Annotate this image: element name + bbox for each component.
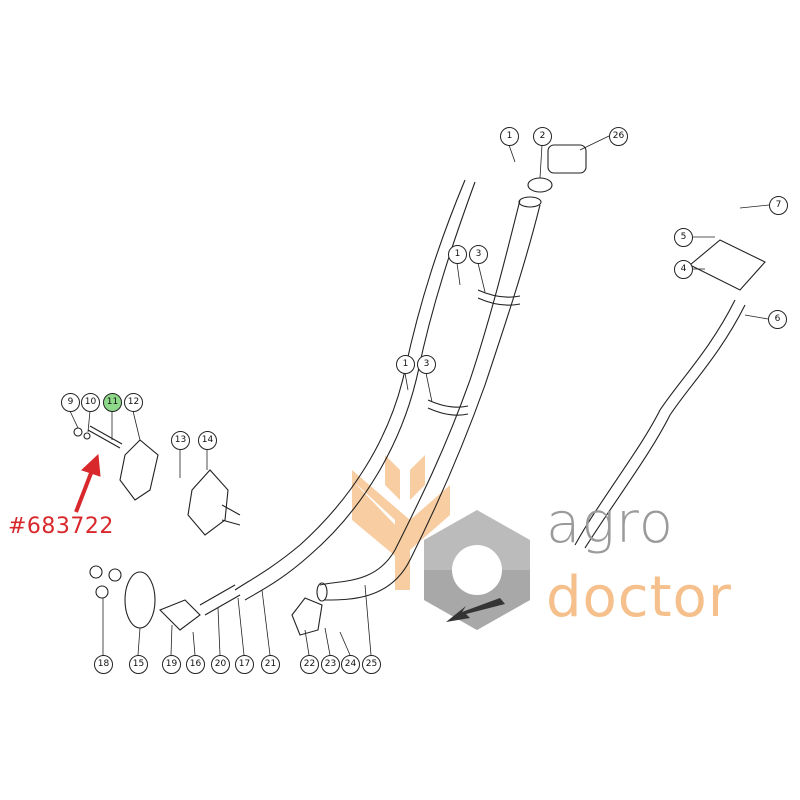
callout-16[interactable]: 16 (186, 655, 205, 674)
callout-23[interactable]: 23 (321, 655, 340, 674)
callout-1[interactable]: 1 (500, 127, 519, 146)
part-number-label: #683722 (8, 514, 114, 539)
callout-12[interactable]: 12 (124, 393, 143, 412)
callout-26[interactable]: 26 (609, 127, 628, 146)
leader-lines (69, 135, 770, 656)
callout-9[interactable]: 9 (61, 393, 80, 412)
callout-7[interactable]: 7 (769, 196, 788, 215)
callout-1[interactable]: 1 (448, 245, 467, 264)
callout-3[interactable]: 3 (417, 355, 436, 374)
callout-13[interactable]: 13 (171, 431, 190, 450)
callout-17[interactable]: 17 (235, 655, 254, 674)
callout-18[interactable]: 18 (94, 655, 113, 674)
callout-20[interactable]: 20 (211, 655, 230, 674)
callout-3[interactable]: 3 (469, 245, 488, 264)
callout-10[interactable]: 10 (81, 393, 100, 412)
callout-24[interactable]: 24 (341, 655, 360, 674)
watermark-logo (352, 455, 530, 630)
watermark-text-doctor: doctor (546, 565, 732, 630)
callout-5[interactable]: 5 (674, 228, 693, 247)
callout-19[interactable]: 19 (162, 655, 181, 674)
callout-22[interactable]: 22 (300, 655, 319, 674)
callout-6[interactable]: 6 (768, 310, 787, 329)
part-pointer-arrow (74, 453, 101, 513)
callout-21[interactable]: 21 (261, 655, 280, 674)
callout-4[interactable]: 4 (674, 260, 693, 279)
callout-11-highlighted[interactable]: 11 (103, 393, 122, 412)
callout-25[interactable]: 25 (362, 655, 381, 674)
callout-2[interactable]: 2 (533, 127, 552, 146)
callout-14[interactable]: 14 (198, 431, 217, 450)
watermark-text-agro: agro (546, 491, 674, 556)
hose-lines (73, 144, 766, 636)
callout-15[interactable]: 15 (129, 655, 148, 674)
callout-1[interactable]: 1 (396, 355, 415, 374)
